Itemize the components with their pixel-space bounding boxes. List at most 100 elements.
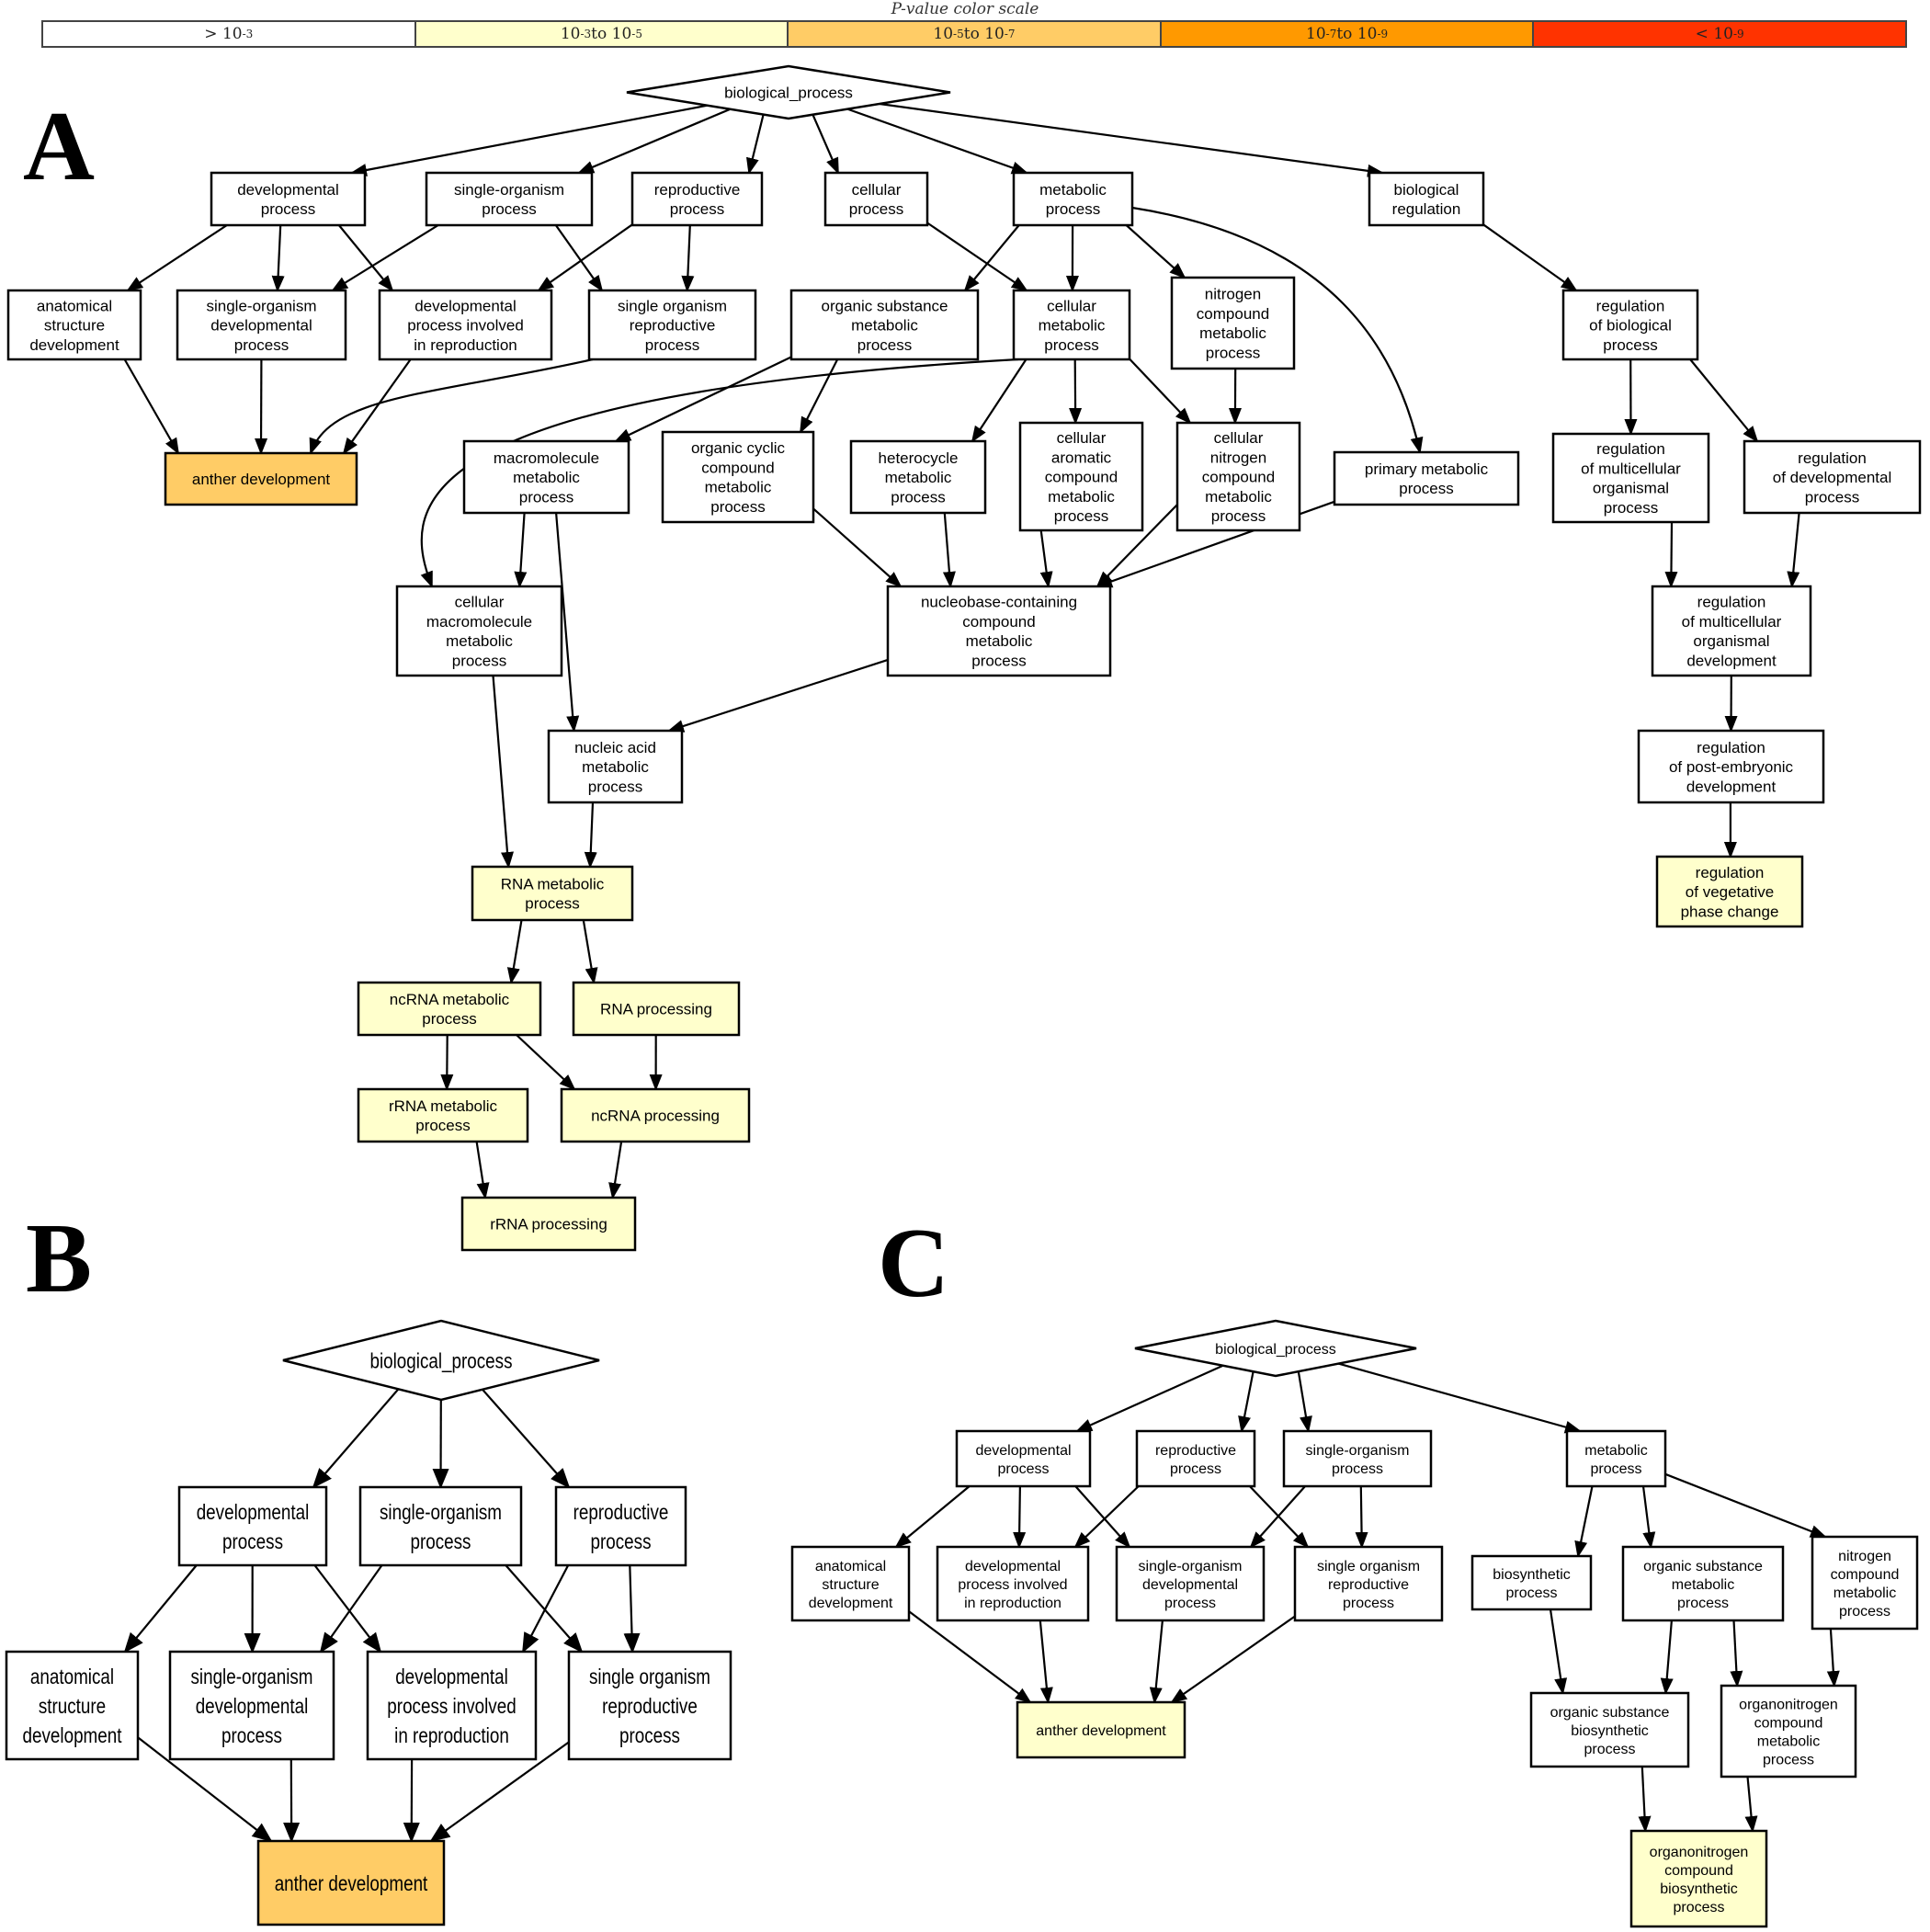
node-label-line: process <box>1399 480 1454 497</box>
edge-A_rbp-to-A_rdp <box>1689 358 1759 443</box>
node-shape <box>823 171 929 227</box>
node-label-line: metabolic <box>1205 488 1272 506</box>
node-label-line: cellular <box>1057 429 1107 447</box>
node-label-line: developmental <box>210 317 312 335</box>
edge-A_met-to-A_osm <box>963 224 1020 292</box>
node-label-line: metabolic <box>705 479 772 496</box>
node-shape <box>1016 1700 1186 1759</box>
node-label-line: macromolecule <box>494 449 599 467</box>
node-shape <box>1368 171 1485 227</box>
node-c-anther: anther development <box>1016 1700 1186 1759</box>
node-label-line: development <box>29 336 119 354</box>
node-shape <box>1743 439 1922 515</box>
edge-C_dpir-to-C_anther <box>1039 1619 1053 1704</box>
node-label-line: in reproduction <box>394 1724 509 1747</box>
node-label-line: reproductive <box>1328 1577 1409 1593</box>
node-label-line: organic substance <box>1643 1559 1763 1574</box>
node-shape <box>1621 1545 1785 1622</box>
edge-A_dev-to-A_asd <box>126 224 228 292</box>
node-label-line: process <box>588 778 643 795</box>
node-label-line: compound <box>1754 1715 1823 1731</box>
edge-B_asd-to-B_anther <box>137 1736 273 1843</box>
node-label-line: compound <box>1664 1863 1733 1879</box>
graph-nodes: biological_processdevelopmentalprocesssi… <box>5 64 1922 1928</box>
node-label-line: process <box>710 498 766 516</box>
node-label-line: organic cyclic <box>691 439 786 457</box>
edge-A_macro-to-A_nam <box>555 512 580 733</box>
edge-C_oncm-to-C_oncb <box>1744 1776 1758 1833</box>
node-label-line: biological_process <box>1215 1342 1336 1358</box>
edge-C_met-to-C_osm <box>1641 1485 1656 1549</box>
node-label-line: regulation <box>1392 200 1461 218</box>
node-label-line: reproductive <box>630 317 716 335</box>
node-label-line: nitrogen <box>1838 1549 1891 1564</box>
edge-A_macro-to-A_cmm <box>514 512 528 588</box>
edge-C_osb-to-C_oncb <box>1638 1766 1652 1833</box>
node-label-line: single-organism <box>380 1501 502 1524</box>
edge-C_osm-to-C_osb <box>1660 1619 1674 1695</box>
node-label-line: structure <box>822 1577 879 1593</box>
edge-A_osm-to-A_occ <box>800 358 839 434</box>
panel-label-b: B <box>26 1204 92 1313</box>
edge-A_so-to-A_sorep <box>554 224 604 292</box>
node-shape <box>1333 450 1520 506</box>
node-label-line: reproductive <box>654 181 741 199</box>
node-shape <box>6 289 142 361</box>
edge-A_cmm-to-A_rnam <box>492 675 514 869</box>
node-label-line: nitrogen <box>1210 449 1266 466</box>
edge-A_root-to-A_rep <box>746 114 765 175</box>
edge-A_breg-to-A_rbp <box>1482 223 1578 292</box>
node-shape <box>630 171 764 227</box>
edge-A_het-to-A_nbc <box>942 512 956 588</box>
node-shape <box>560 1087 751 1143</box>
node-shape <box>936 1545 1090 1622</box>
node-label-line: process involved <box>387 1695 516 1718</box>
edge-C_sorep-to-C_anther <box>1170 1615 1296 1704</box>
node-shape <box>1293 1545 1444 1622</box>
edge-C_root-to-C_dev <box>1075 1364 1224 1433</box>
node-label-line: reproductive <box>1155 1443 1236 1459</box>
node-shape <box>282 1319 600 1402</box>
node-label-line: single-organism <box>454 181 564 199</box>
panel-label-c: C <box>878 1209 949 1318</box>
node-label-line: process <box>222 1530 283 1553</box>
node-label-line: RNA processing <box>600 1001 712 1018</box>
node-shape <box>256 1839 446 1926</box>
node-label-line: phase change <box>1681 903 1779 920</box>
edge-A_so-to-A_sodev <box>331 224 439 292</box>
node-label-line: ncRNA processing <box>591 1108 720 1125</box>
edge-B_sorep-to-B_anther <box>429 1741 570 1843</box>
node-label-line: process <box>1839 1604 1890 1619</box>
graph-edges <box>123 102 1840 1843</box>
edge-A_rnam-to-A_rnap <box>582 919 598 984</box>
node-label-line: single organism <box>589 1665 710 1688</box>
edge-A_rep-to-A_dpir <box>537 223 633 292</box>
node-label-line: process <box>1763 1752 1814 1767</box>
node-shape <box>1655 855 1804 928</box>
node-shape <box>1175 421 1301 532</box>
node-label-line: developmental <box>1142 1577 1238 1593</box>
node-label-line: process <box>1677 1596 1729 1611</box>
node-label-line: cellular <box>455 594 505 611</box>
node-label-line: developmental <box>197 1501 310 1524</box>
node-a-root: biological_process <box>626 64 951 120</box>
